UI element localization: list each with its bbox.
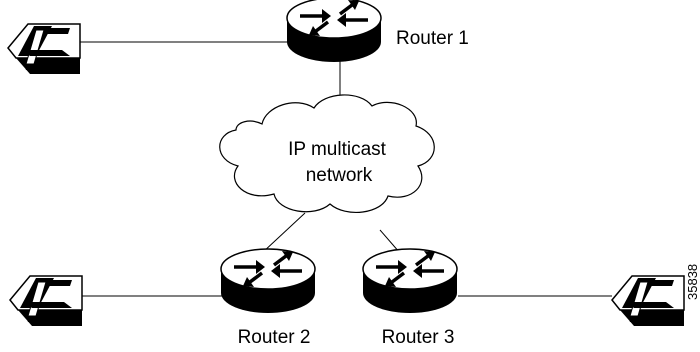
- link-cloud-router2: [261, 212, 306, 254]
- router-3-icon: [361, 247, 459, 315]
- phone-3-icon: [611, 275, 685, 327]
- router-2-icon: [219, 247, 317, 315]
- figure-id: 35838: [685, 264, 700, 300]
- router-1-label: Router 1: [396, 28, 469, 49]
- phone-2-icon: [9, 275, 83, 327]
- cloud-label-line2: network: [306, 165, 373, 186]
- phone-1-icon: [7, 23, 81, 75]
- cloud-label-line1: IP multicast: [288, 139, 387, 160]
- ip-multicast-cloud: [219, 94, 435, 213]
- router-1-icon: [285, 0, 383, 64]
- router-3-label: Router 3: [382, 327, 455, 348]
- router-2-label: Router 2: [238, 327, 311, 348]
